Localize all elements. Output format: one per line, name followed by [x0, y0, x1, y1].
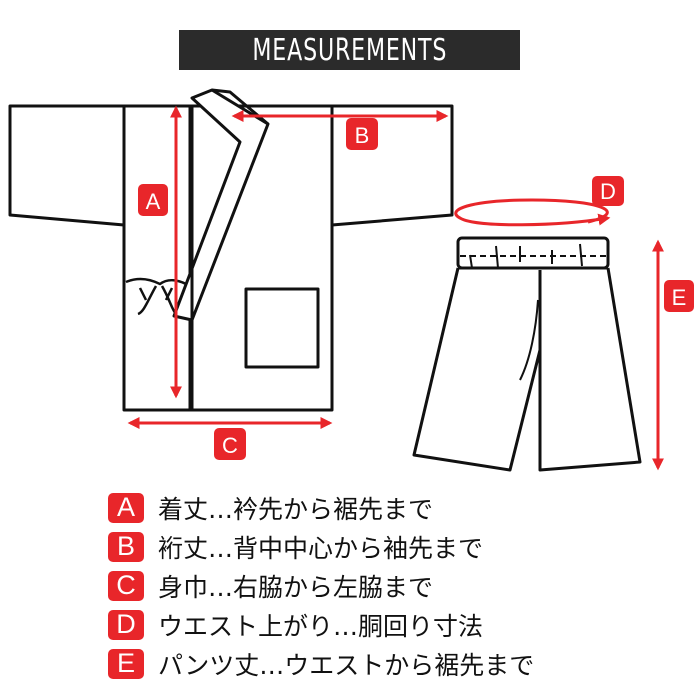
badge-b: B: [346, 118, 378, 150]
badge-e: E: [664, 280, 694, 312]
title-banner: MEASUREMENTS: [179, 30, 520, 70]
jacket-illustration: [8, 88, 454, 412]
legend-text: パンツ丈…ウエストから裾先まで: [158, 650, 535, 680]
badge-c: C: [214, 428, 246, 460]
legend-row-d: D ウエスト上がり…胴回り寸法: [108, 605, 688, 644]
svg-text:E: E: [672, 285, 687, 310]
legend-text: 身巾…右脇から左脇まで: [158, 572, 434, 602]
svg-text:B: B: [355, 123, 370, 148]
legend-badge: D: [108, 609, 144, 640]
measurement-legend: A 着丈…衿先から裾先まで B 裄丈…背中中心から袖先まで C 身巾…右脇から左…: [108, 488, 688, 683]
legend-badge: C: [108, 570, 144, 601]
legend-badge: E: [108, 648, 144, 679]
legend-row-b: B 裄丈…背中中心から袖先まで: [108, 527, 688, 566]
legend-row-a: A 着丈…衿先から裾先まで: [108, 488, 688, 527]
arrow-d: [454, 198, 611, 227]
legend-badge: A: [108, 492, 144, 523]
legend-row-c: C 身巾…右脇から左脇まで: [108, 566, 688, 605]
legend-row-e: E パンツ丈…ウエストから裾先まで: [108, 644, 688, 683]
measure-arrows: [127, 105, 664, 471]
legend-text: ウエスト上がり…胴回り寸法: [158, 611, 484, 641]
svg-text:D: D: [600, 179, 616, 204]
page-title: MEASUREMENTS: [252, 32, 447, 68]
shorts-illustration: [412, 236, 642, 472]
garment-diagram: A B C D E: [8, 88, 694, 472]
badge-a: A: [138, 184, 168, 216]
svg-text:C: C: [222, 433, 238, 458]
legend-badge: B: [108, 531, 144, 562]
badge-d: D: [592, 176, 624, 206]
svg-text:A: A: [146, 189, 161, 214]
legend-text: 裄丈…背中中心から袖先まで: [158, 533, 484, 563]
legend-text: 着丈…衿先から裾先まで: [158, 494, 434, 524]
